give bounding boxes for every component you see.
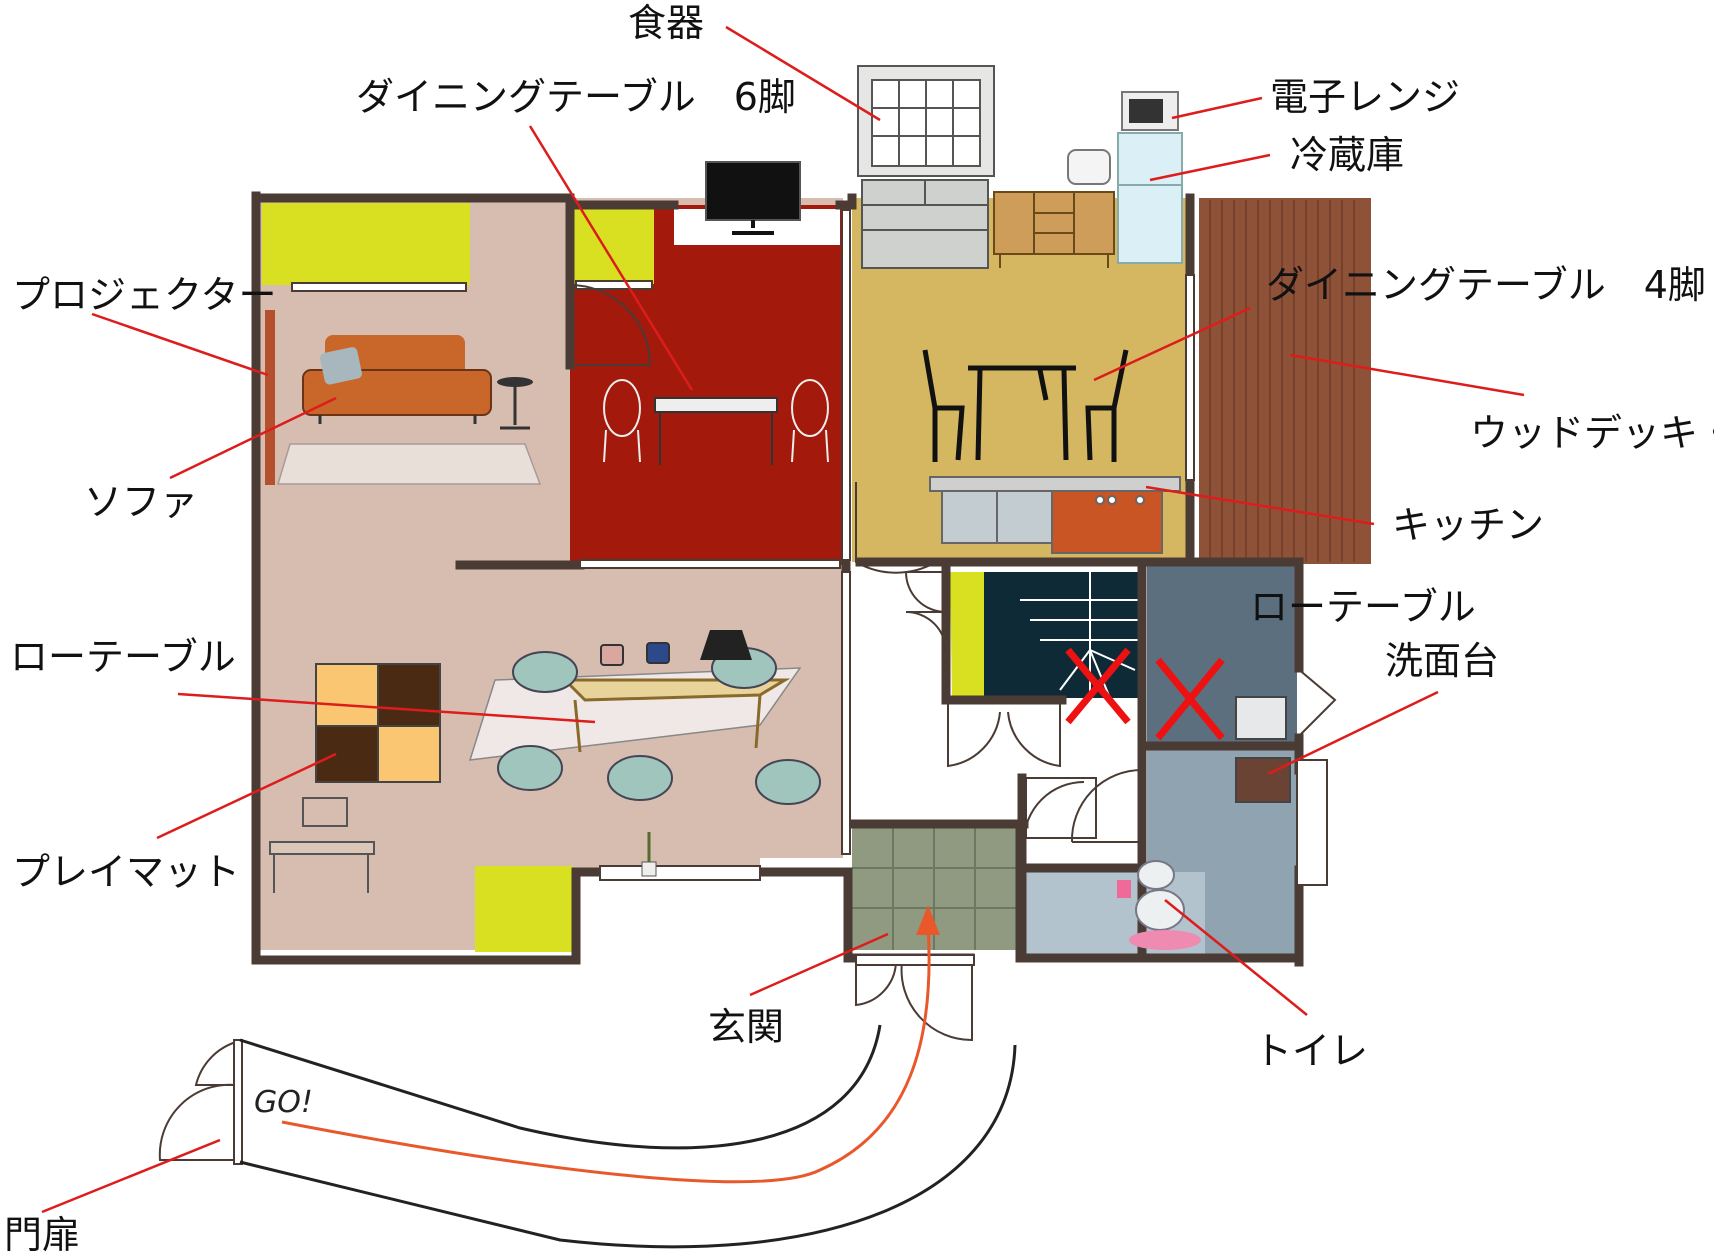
route-arrowhead [916,905,940,935]
walls [251,191,1304,967]
label-gate: 門扉 [4,1213,80,1257]
door-entrance-left [855,961,897,1007]
door-toilet [1023,781,1085,843]
leader-entrance [749,932,889,997]
leader-fridge [1149,153,1271,182]
labels: 食器 ダイニングテーブル 6脚 電子レンジ 冷蔵庫 プロジェクター ダイニングテ… [4,1,1714,1257]
leader-microwave [1171,96,1263,120]
leader-kitchen [1145,485,1375,526]
door-dining [569,283,652,366]
leader-playmat [156,752,337,840]
windows [291,209,1195,881]
unusable-marks [1065,647,1225,741]
window-closet [291,282,467,292]
label-go: GO! [254,1085,313,1120]
window-dining-bottom [579,559,841,569]
label-fridge: 冷蔵庫 [1290,133,1404,177]
door-closet-b [1007,703,1061,768]
tv-icon [705,161,801,235]
fridge-icon [1117,132,1183,264]
door-wc [1070,768,1143,843]
window-dining-right [841,209,851,561]
cushions-icon [497,647,821,805]
window-kitchen-right [1185,274,1195,481]
dining-table-6-icon [603,379,829,465]
route-arrow [281,924,931,1184]
closet-top-left [262,203,470,285]
sofa-icon [302,335,492,424]
label-entrance: 玄関 [708,1005,784,1049]
projector-screen [265,310,275,485]
door-closet-frame [1025,777,1097,839]
plant-icon [641,832,657,877]
doors [158,283,1337,1165]
door-entrance-frame [855,954,975,966]
label-dishes: 食器 [628,1,704,45]
label-lowtable-right: ローテーブル [1250,585,1476,629]
closet-bottom [475,866,573,952]
leader-toilet [1164,899,1308,1016]
label-dining4: ダイニングテーブル 4脚 [1266,263,1706,307]
label-sofa: ソファ [84,480,198,524]
door-hall-left2 [905,611,947,653]
cross-stairs-b [1065,647,1131,725]
door-gate [158,1040,237,1161]
leader-dishes [725,25,881,122]
label-projector: プロジェクター [12,273,276,317]
leader-sofa [169,396,337,480]
dining-table-4-icon [922,349,1129,462]
label-lowtable-left: ローテーブル [10,635,236,679]
door-closet-a [947,703,1001,768]
label-washbasin: 洗面台 [1385,639,1499,683]
label-toilet: トイレ [1254,1029,1368,1073]
rug-sofa [276,443,542,485]
door-entrance-right [900,961,973,1042]
label-deck: ウッドデッキ・庭 [1470,411,1714,455]
kitchen-counter-icon [929,476,1181,554]
label-kitchen: キッチン [1392,503,1544,547]
rice-cooker-icon [1067,149,1111,185]
cross-bath-b [1155,657,1225,741]
washbasin-icon [1235,696,1291,803]
floors [258,198,1371,958]
gate-post [233,1039,243,1165]
leader-lowtable [177,692,596,724]
coffee-set-icon [600,630,752,666]
leader-dining6 [528,125,694,391]
genkan-tiles [852,828,1017,950]
window-living-bottom [599,865,761,881]
sideboard-icon [993,191,1115,268]
dish-cabinet-icon [857,65,995,269]
window-wash-side [1296,759,1328,886]
stair-steps [1020,572,1138,700]
toilet-icon [1117,860,1201,950]
leader-dining4 [1093,306,1251,382]
window-living-right [841,571,851,855]
leader-lines [41,25,1525,1214]
play-mat-icon [315,663,441,783]
door-bath-side [1296,667,1337,739]
leader-projector [91,312,269,377]
door-hall-left [904,571,947,613]
approach-path [239,1024,1017,1249]
leader-washbasin [1267,690,1439,776]
microwave-icon [1121,91,1179,131]
leader-gate [41,1138,221,1214]
label-microwave: 電子レンジ [1270,75,1460,119]
staircase [984,572,1138,698]
label-playmat: プレイマット [12,850,240,894]
side-table-icon [497,377,533,430]
furniture [265,65,1291,950]
label-dining6: ダイニングテーブル 6脚 [356,75,796,119]
desk-icon [269,797,375,893]
leader-deck [1289,353,1525,397]
door-kitchen-swing [855,482,937,574]
